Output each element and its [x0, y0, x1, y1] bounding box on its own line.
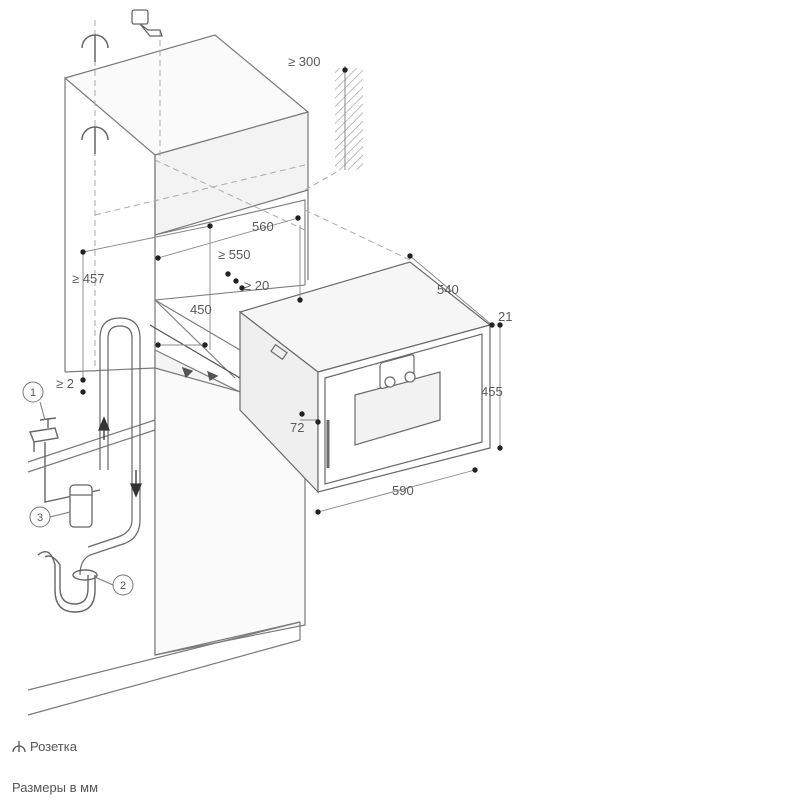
water-pipes: [79, 317, 141, 576]
dim-20: ≥ 20: [244, 278, 269, 293]
dim-72: 72: [290, 420, 304, 435]
niche: [154, 199, 306, 379]
dimension-lines: [82, 68, 501, 513]
legend-socket: Розетка: [12, 739, 77, 754]
dimension-points: [80, 67, 503, 515]
dim-455: 455: [481, 384, 503, 399]
socket-legend-icon: [12, 740, 26, 752]
dim-550: ≥ 550: [218, 247, 250, 262]
socket-icon: [81, 34, 109, 154]
callout-circle-1: [22, 381, 44, 403]
dim-450: 450: [190, 302, 212, 317]
flow-arrows: [98, 416, 142, 498]
plug-icon: [131, 9, 163, 37]
oven-control-knob: [384, 371, 416, 388]
dim-21: 21: [498, 309, 512, 324]
filter-icon: [69, 484, 93, 528]
dim-560: 560: [252, 219, 274, 234]
dim-300: ≥ 300: [288, 54, 320, 69]
callout-1: 1: [30, 387, 36, 399]
callout-3: 3: [37, 512, 43, 524]
upper-cabinet: [63, 34, 310, 655]
oven: [238, 261, 492, 494]
dashed-edges: [94, 20, 411, 372]
legend-socket-label: Розетка: [30, 739, 77, 754]
legend-units: Размеры в мм: [12, 780, 99, 795]
siphon-icon: [37, 551, 98, 613]
dim-590: 590: [392, 483, 414, 498]
callout-2: 2: [120, 580, 126, 592]
dim-540: 540: [437, 282, 459, 297]
dim-457: ≥ 457: [72, 271, 104, 286]
niche-arrows: [149, 324, 241, 381]
back-wall: [335, 66, 363, 170]
dim-2: ≥ 2: [56, 376, 74, 391]
